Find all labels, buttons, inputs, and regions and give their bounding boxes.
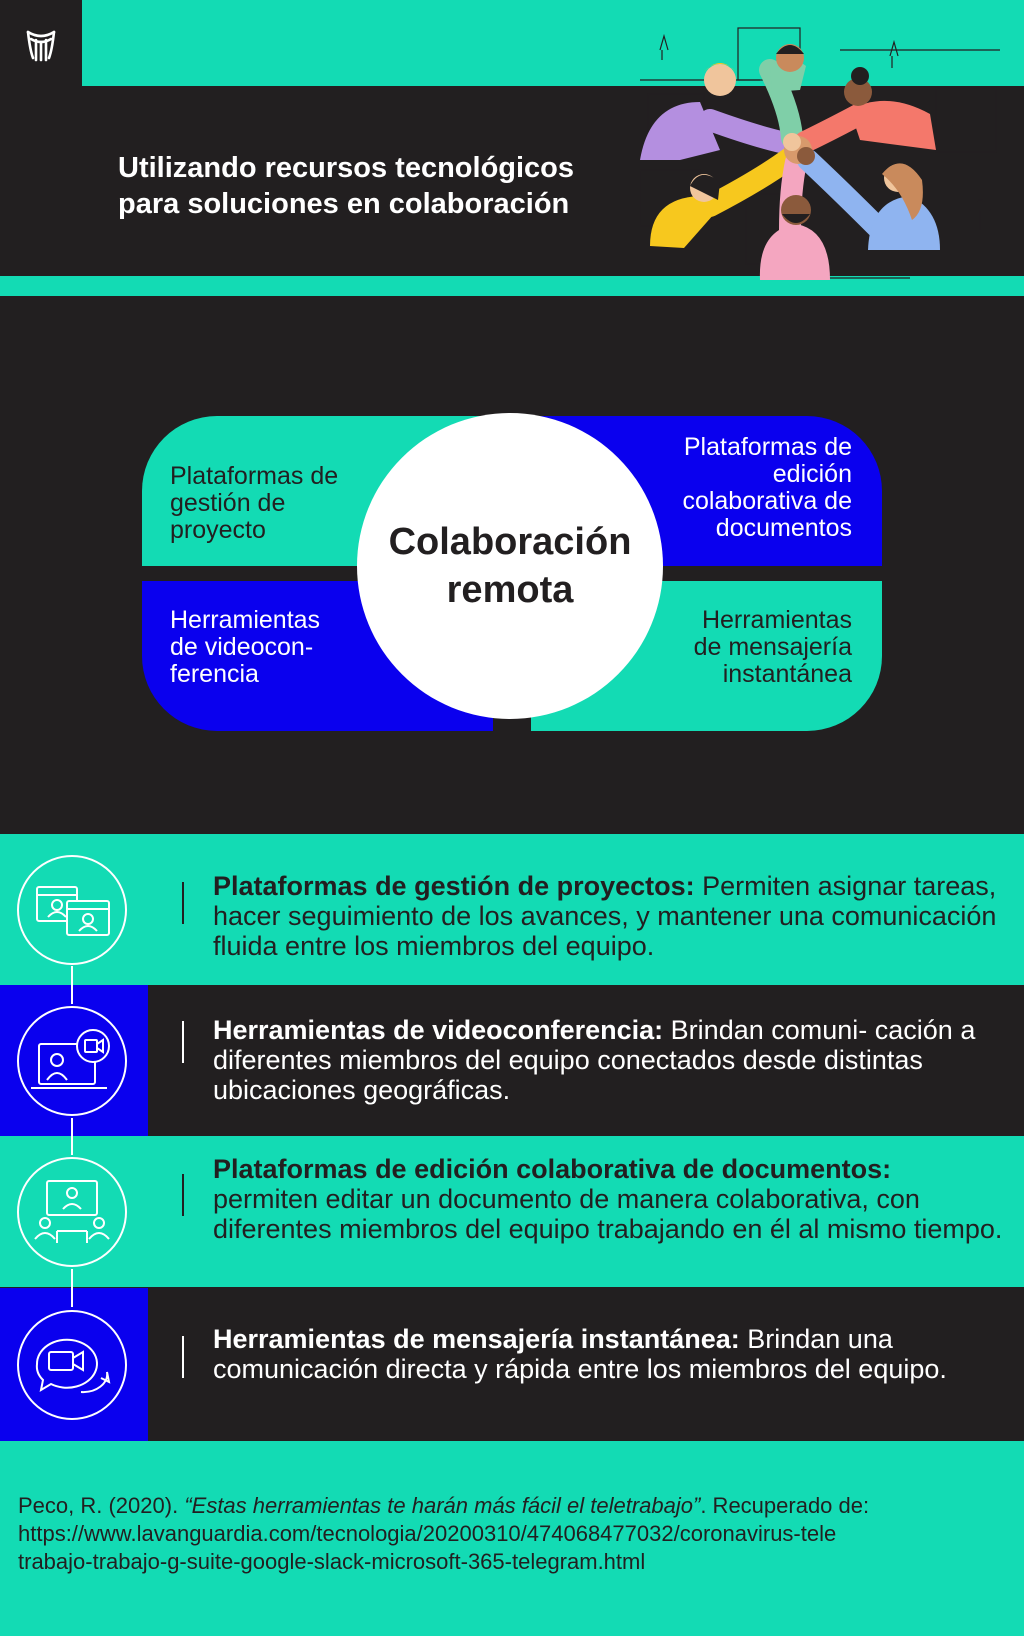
item-text: Plataformas de gestión de proyectos: Per…	[213, 871, 1003, 961]
item-title: Plataformas de edición colaborativa de d…	[213, 1154, 892, 1184]
list-item: Herramientas de mensajería instantánea: …	[0, 1288, 1024, 1441]
reference-title: “Estas herramientas te harán más fácil e…	[184, 1493, 701, 1518]
icon-circle	[17, 1157, 127, 1267]
footer	[0, 1441, 1024, 1636]
item-title: Herramientas de mensajería instantánea:	[213, 1324, 740, 1354]
list-item: Plataformas de gestión de proyectos: Per…	[0, 834, 1024, 985]
laptop-video-call-icon	[31, 1029, 110, 1089]
list-item: Herramientas de videoconferencia: Brinda…	[0, 985, 1024, 1136]
connector-line	[71, 1269, 73, 1307]
quadrant-label: Herramientas de videocon- ferencia	[170, 606, 321, 688]
list-item: Plataformas de edición colaborativa de d…	[0, 1136, 1024, 1287]
icon-circle	[17, 1310, 127, 1420]
header-stripe	[0, 276, 1024, 296]
item-text: Herramientas de videoconferencia: Brinda…	[213, 1015, 1003, 1105]
divider	[182, 1021, 184, 1063]
reference-url-line[interactable]: trabajo-trabajo-g-suite-google-slack-mic…	[18, 1549, 646, 1574]
browser-windows-users-icon	[36, 886, 110, 936]
icon-circle	[17, 855, 127, 965]
item-text: Plataformas de edición colaborativa de d…	[213, 1154, 1003, 1244]
quadrant-label: Plataformas de gestión de proyecto	[170, 462, 339, 544]
center-circle: Colaboración remota	[357, 413, 663, 719]
item-description: Permiten asignar tareas, hacer seguimien…	[213, 871, 997, 961]
chat-bubbles-video-icon	[35, 1338, 111, 1394]
reference-line: Peco, R. (2020). “Estas herramientas te …	[18, 1492, 1013, 1520]
connector-line	[71, 966, 73, 1004]
item-text: Herramientas de mensajería instantánea: …	[213, 1324, 1003, 1384]
team-hands-together-illustration	[640, 27, 1000, 280]
reference-suffix: . Recuperado de:	[700, 1493, 870, 1518]
item-description: Brindan comuni- cación a diferentes miem…	[213, 1015, 976, 1105]
team-meeting-screen-icon	[34, 1180, 110, 1243]
item-description: permiten editar un documento de manera c…	[213, 1184, 1003, 1244]
divider	[182, 882, 184, 924]
quadrant-label: Plataformas de edición colaborativa de d…	[682, 433, 852, 542]
item-title: Plataformas de gestión de proyectos:	[213, 871, 695, 901]
reference-prefix: Peco, R. (2020).	[18, 1493, 185, 1518]
reference-url-line[interactable]: https://www.lavanguardia.com/tecnologia/…	[18, 1521, 837, 1546]
reference: Peco, R. (2020). “Estas herramientas te …	[18, 1492, 1013, 1576]
center-label: Colaboración remota	[388, 521, 632, 611]
divider	[182, 1336, 184, 1378]
connector-line	[71, 1118, 73, 1155]
quadrant-label: Herramientas de mensajería instantánea	[693, 606, 852, 688]
icon-circle	[17, 1006, 127, 1116]
tree-logo-icon	[26, 30, 56, 62]
header-title: Utilizando recursos tecnológicos para so…	[118, 152, 575, 220]
item-title: Herramientas de videoconferencia:	[213, 1015, 664, 1045]
divider	[182, 1174, 184, 1216]
logo-box	[0, 0, 82, 88]
item-description: Brindan una comunicación directa y rápid…	[213, 1324, 947, 1384]
